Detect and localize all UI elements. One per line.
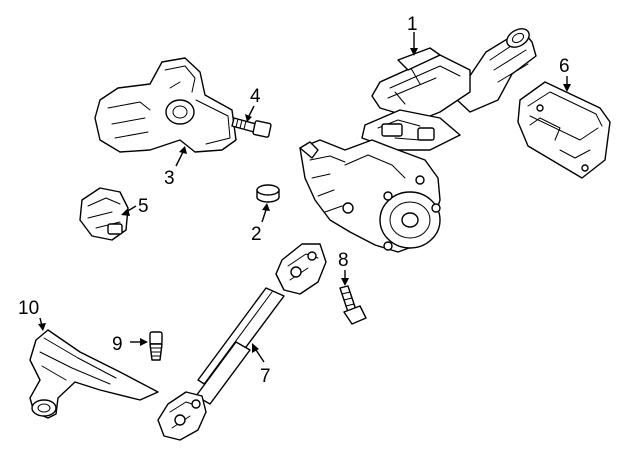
leaders (38, 32, 571, 363)
control-module (517, 81, 611, 179)
bolt-8 (339, 285, 367, 325)
intermediate-shaft (157, 243, 327, 441)
callout-3: 3 (164, 168, 175, 189)
boot-seal (29, 329, 159, 419)
ignition-lock-housing (94, 57, 237, 153)
callout-10: 10 (18, 298, 39, 319)
callout-8: 8 (338, 250, 349, 271)
steering-column (299, 28, 537, 253)
bolt (231, 117, 272, 138)
callout-4: 4 (250, 86, 261, 107)
callout-2: 2 (251, 224, 262, 245)
switch-module (79, 187, 129, 241)
callout-1: 1 (407, 14, 418, 35)
callout-labels: 1 2 3 4 5 6 7 8 9 10 (18, 14, 570, 387)
callout-9: 9 (112, 334, 123, 355)
callout-7: 7 (260, 366, 271, 387)
callout-5: 5 (138, 196, 149, 217)
bolt-9 (149, 331, 163, 361)
callout-6: 6 (559, 56, 570, 77)
cap (256, 184, 280, 203)
